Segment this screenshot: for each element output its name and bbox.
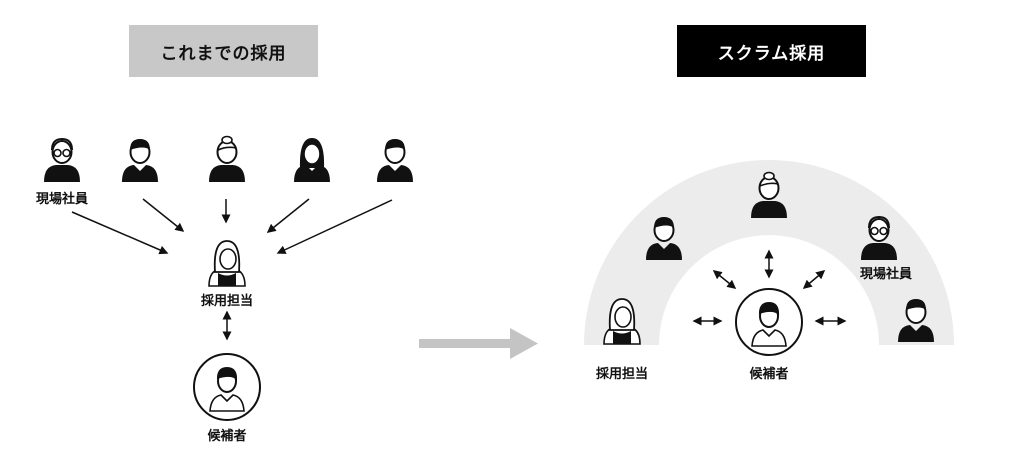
team-arc [584, 160, 954, 345]
candidate-label: 候補者 [749, 366, 788, 382]
employees-label: 現場社員 [860, 266, 912, 282]
scrum-recruiting-title: スクラム採用 [677, 25, 866, 77]
recruiter-icon [208, 240, 246, 287]
employees-label: 現場社員 [36, 191, 88, 207]
arrow [266, 198, 310, 233]
transition-arrow [419, 328, 538, 359]
feedback-arrows [71, 198, 393, 255]
arrow [71, 211, 169, 255]
candidate-icon [193, 353, 261, 421]
recruiter-label: 採用担当 [201, 293, 253, 309]
double-arrow [802, 270, 826, 289]
employee-icon [208, 135, 246, 183]
scrum-diagram: 現場社員 採用担当 候補者 [584, 160, 954, 382]
arrow [142, 198, 185, 232]
employee-icon [43, 138, 81, 183]
candidate-icon [735, 288, 803, 356]
candidate-label: 候補者 [207, 428, 246, 444]
employee-icon [121, 138, 159, 183]
employee-icon [293, 137, 331, 183]
employee-icon [376, 138, 414, 183]
traditional-diagram: 現場社員 採用担当 候補者 [36, 135, 414, 444]
two-way-arrows [692, 249, 847, 326]
double-arrow [712, 270, 737, 289]
traditional-recruiting-title: これまでの採用 [129, 25, 318, 77]
recruiter-label: 採用担当 [596, 366, 648, 382]
arrow [276, 199, 393, 254]
